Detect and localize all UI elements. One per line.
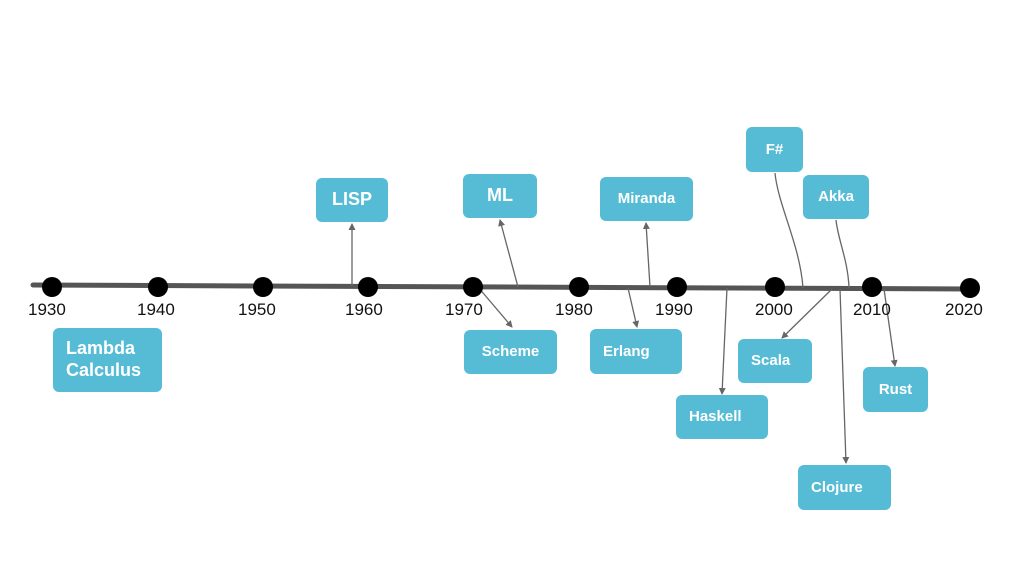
connector-akka (835, 219, 850, 289)
timeline-dot-2000 (765, 277, 785, 297)
language-box-rust: Rust (863, 367, 928, 412)
year-label-1970: 1970 (445, 300, 483, 319)
year-label-2020: 2020 (945, 300, 983, 319)
language-box-lisp: LISP (316, 178, 388, 222)
year-label-1980: 1980 (555, 300, 593, 319)
language-box-clojure: Clojure (798, 465, 891, 510)
year-label-1940: 1940 (137, 300, 175, 319)
language-box-fsharp: F# (746, 127, 803, 172)
language-box-akka: Akka (803, 175, 869, 219)
language-box-haskell: Haskell (676, 395, 768, 439)
connector-scala (781, 288, 833, 339)
timeline-dot-1930 (42, 277, 62, 297)
language-box-lambda-calculus: Lambda Calculus (53, 328, 162, 392)
timeline-axis-line (30, 282, 975, 292)
connector-scheme (477, 286, 513, 328)
year-label-1990: 1990 (655, 300, 693, 319)
timeline-dot-1990 (667, 277, 687, 297)
language-box-scheme: Scheme (464, 330, 557, 374)
timeline-dot-1970 (463, 277, 483, 297)
connector-fsharp (774, 172, 804, 289)
connector-erlang (627, 287, 640, 328)
connector-rust (883, 288, 898, 367)
language-box-miranda: Miranda (600, 177, 693, 221)
language-box-erlang: Erlang (590, 329, 682, 374)
timeline-dot-1950 (253, 277, 273, 297)
connector-haskell (718, 287, 728, 395)
connector-clojure (839, 288, 850, 464)
timeline-dot-2020 (960, 278, 980, 298)
connector-ml (498, 219, 519, 288)
language-box-scala: Scala (738, 339, 812, 383)
timeline-dot-2010 (862, 277, 882, 297)
year-label-1950: 1950 (238, 300, 276, 319)
year-label-1960: 1960 (345, 300, 383, 319)
timeline-dot-1980 (569, 277, 589, 297)
connector-miranda (642, 222, 651, 288)
timeline-dot-1940 (148, 277, 168, 297)
year-label-1930: 1930 (28, 300, 66, 319)
timeline-dot-1960 (358, 277, 378, 297)
year-label-2000: 2000 (755, 300, 793, 319)
language-box-ml: ML (463, 174, 537, 218)
year-label-2010: 2010 (853, 300, 891, 319)
